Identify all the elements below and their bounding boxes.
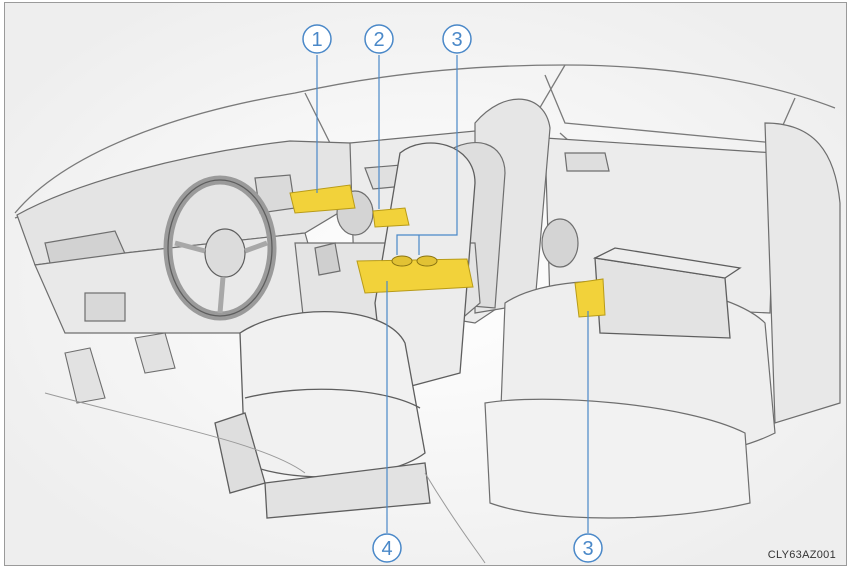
callout-4-label: 4 — [381, 538, 392, 560]
callout-2: 2 — [364, 24, 394, 54]
callout-3-rear-label: 3 — [582, 538, 593, 560]
glove-box-highlight — [289, 184, 356, 214]
steering-wheel — [163, 175, 277, 321]
callout-1: 1 — [302, 24, 332, 54]
floor — [44, 392, 486, 564]
front-cup-holders — [391, 255, 438, 267]
figure-code: CLY63AZ001 — [767, 549, 836, 561]
diagram-frame: 1 2 3 4 3 CLY63AZ001 — [4, 2, 847, 566]
callout-markers: 1 2 3 4 3 — [302, 24, 603, 563]
callout-2-label: 2 — [373, 29, 384, 51]
console-box-highlight — [356, 258, 474, 294]
rear-cup-holder-highlight — [574, 278, 606, 318]
callout-3-rear: 3 — [573, 533, 603, 563]
highlighted-storage-areas — [289, 184, 606, 318]
rear-armrest — [592, 247, 742, 339]
pedals — [64, 332, 176, 404]
door-pocket-highlight — [372, 207, 410, 228]
car-interior-illustration: 1 2 3 4 3 — [5, 3, 846, 565]
callout-leaders — [316, 55, 589, 533]
callout-4: 4 — [372, 533, 402, 563]
callout-3-front-label: 3 — [451, 29, 462, 51]
callout-1-label: 1 — [311, 29, 322, 51]
callout-3-front: 3 — [442, 24, 472, 54]
